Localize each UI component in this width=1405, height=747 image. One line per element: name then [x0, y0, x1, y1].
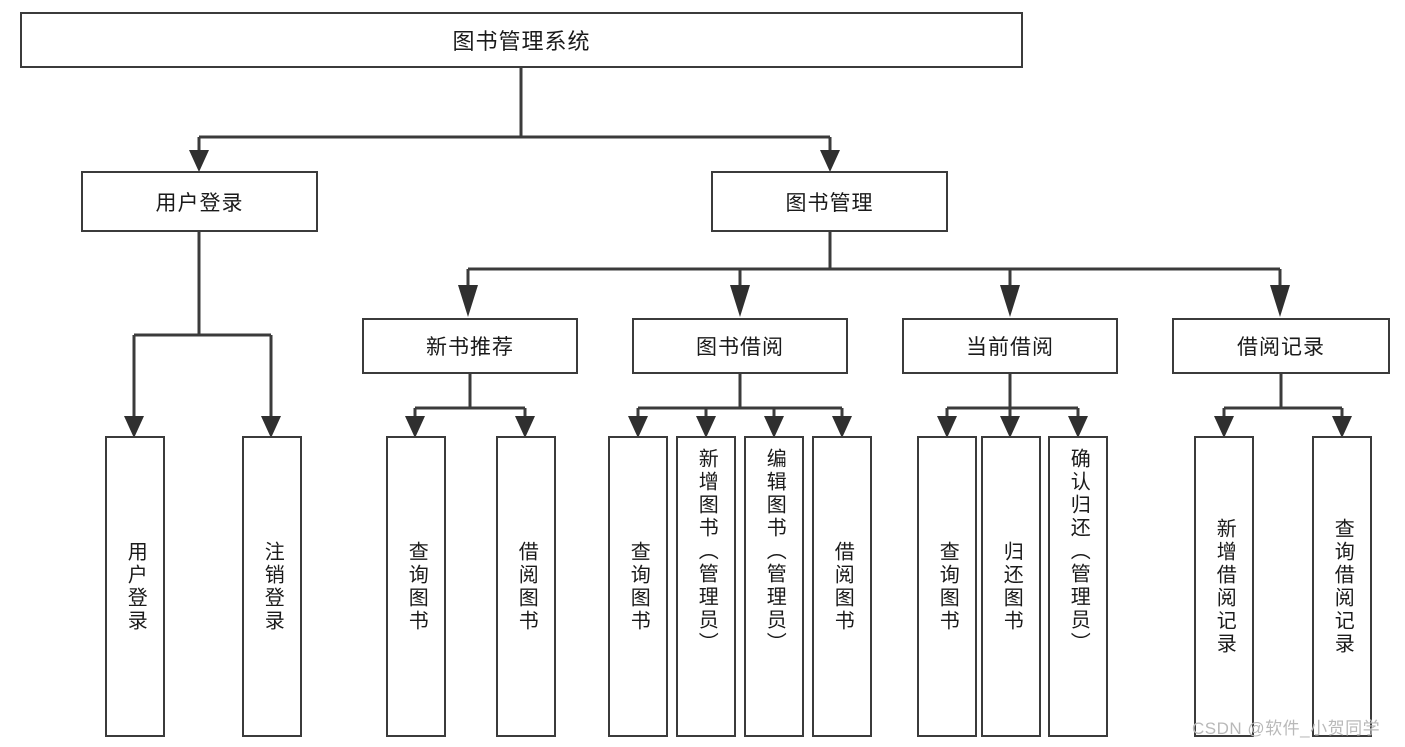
node-book-management[interactable]: 图书管理 [711, 171, 948, 232]
node-label: 编辑图书（管理员） [763, 448, 786, 655]
leaf-query-borrow-record[interactable]: 查询借阅记录 [1312, 436, 1372, 737]
leaf-add-borrow-record[interactable]: 新增借阅记录 [1194, 436, 1254, 737]
node-label: 用户登录 [124, 540, 147, 633]
node-label: 新增借阅记录 [1213, 517, 1236, 656]
node-book-borrow[interactable]: 图书借阅 [632, 318, 848, 374]
node-borrow-record[interactable]: 借阅记录 [1172, 318, 1390, 374]
node-label: 新增图书（管理员） [695, 448, 718, 655]
node-new-book-recommend[interactable]: 新书推荐 [362, 318, 578, 374]
leaf-query-book-current[interactable]: 查询图书 [917, 436, 977, 737]
node-label: 查询图书 [627, 540, 650, 633]
node-label: 新书推荐 [426, 336, 514, 359]
node-label: 确认归还（管理员） [1067, 448, 1090, 655]
node-label: 查询图书 [936, 540, 959, 633]
node-label: 查询图书 [405, 540, 428, 633]
leaf-logout-login[interactable]: 注销登录 [242, 436, 302, 737]
node-label: 图书管理 [785, 191, 874, 215]
leaf-return-book[interactable]: 归还图书 [981, 436, 1041, 737]
node-current-borrow[interactable]: 当前借阅 [902, 318, 1118, 374]
node-label: 当前借阅 [966, 336, 1054, 359]
leaf-confirm-return-admin[interactable]: 确认归还（管理员） [1048, 436, 1108, 737]
leaf-query-book-borrow[interactable]: 查询图书 [608, 436, 668, 737]
watermark: CSDN @软件_小贺同学 [1192, 719, 1381, 738]
node-label: 查询借阅记录 [1331, 517, 1354, 656]
node-user-login[interactable]: 用户登录 [81, 171, 318, 232]
node-label: 图书管理系统 [452, 29, 591, 54]
node-root-system[interactable]: 图书管理系统 [20, 12, 1023, 68]
node-label: 借阅图书 [831, 540, 854, 633]
leaf-borrow-book-recommend[interactable]: 借阅图书 [496, 436, 556, 737]
leaf-user-login[interactable]: 用户登录 [105, 436, 165, 737]
node-label: 借阅图书 [515, 540, 538, 633]
node-label: 借阅记录 [1237, 336, 1325, 359]
node-label: 用户登录 [155, 191, 244, 215]
leaf-query-book-recommend[interactable]: 查询图书 [386, 436, 446, 737]
node-label: 图书借阅 [696, 336, 784, 359]
leaf-add-book-admin[interactable]: 新增图书（管理员） [676, 436, 736, 737]
node-label: 归还图书 [1000, 540, 1023, 633]
leaf-borrow-book[interactable]: 借阅图书 [812, 436, 872, 737]
leaf-edit-book-admin[interactable]: 编辑图书（管理员） [744, 436, 804, 737]
node-label: 注销登录 [261, 540, 284, 633]
